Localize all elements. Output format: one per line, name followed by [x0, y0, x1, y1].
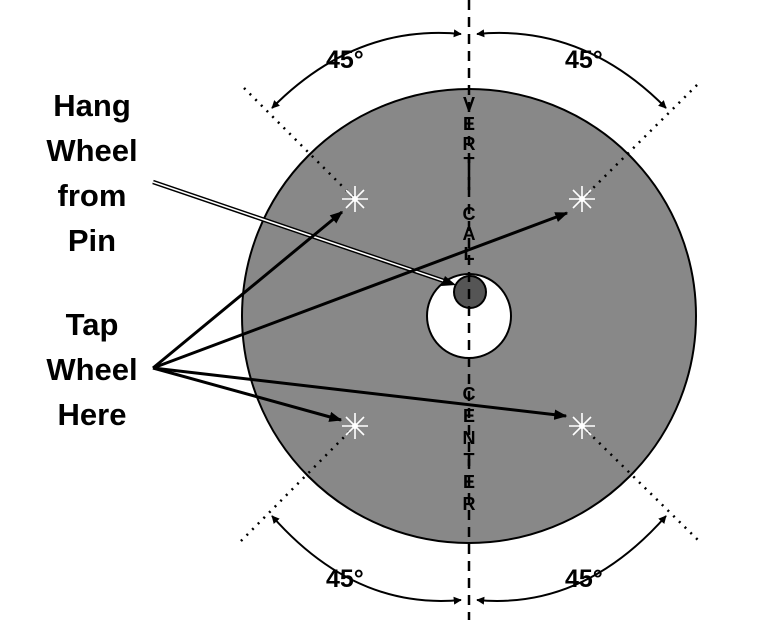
- vertical-letter: C: [463, 204, 476, 224]
- vertical-label: V E R T I C A L: [463, 94, 476, 264]
- tap-point-lower-left: [342, 413, 368, 439]
- vertical-letter: I: [466, 174, 471, 194]
- vertical-letter: A: [463, 224, 476, 244]
- hang-label-line: Hang: [53, 88, 131, 123]
- vertical-letter: T: [464, 154, 475, 174]
- tap-points: [342, 186, 595, 439]
- angle-label-top-right: 45°: [565, 46, 603, 74]
- tap-point-lower-right: [569, 413, 595, 439]
- center-letter: C: [463, 384, 476, 404]
- arc-bottom-right: [476, 515, 667, 605]
- center-letter: E: [463, 406, 475, 426]
- hang-label-line: Wheel: [46, 133, 137, 168]
- diagonal-guides: [239, 81, 701, 543]
- tap-label-line: Tap: [66, 307, 119, 342]
- arc-bottom-left: [271, 515, 462, 605]
- diagonal-guide-lower-left: [239, 425, 356, 543]
- center-letter: E: [463, 472, 475, 492]
- diagonal-guide-lower-right: [581, 425, 701, 543]
- tap-arrow-lower-right: [152, 366, 568, 420]
- hang-label-line: from: [58, 178, 127, 213]
- angle-label-top-left: 45°: [326, 46, 364, 74]
- vertical-letter: V: [463, 94, 475, 114]
- tap-arrows: [152, 210, 569, 422]
- hang-label-line: Pin: [68, 223, 116, 258]
- center-letter: R: [463, 494, 476, 514]
- angle-arcs: [271, 29, 667, 605]
- arc-top-right: [476, 29, 667, 109]
- tap-arrow-lower-left: [152, 366, 343, 422]
- angle-label-bottom-right: 45°: [565, 565, 603, 593]
- arc-top-left: [271, 29, 462, 109]
- angle-label-bottom-left: 45°: [326, 565, 364, 593]
- hang-pointer-arrow: [152, 179, 456, 286]
- vertical-letter: L: [464, 244, 475, 264]
- tap-label-line: Wheel: [46, 352, 137, 387]
- hang-wheel-label: Hang Wheel from Pin: [46, 88, 137, 258]
- tap-point-upper-left: [342, 186, 368, 212]
- vertical-letter: R: [463, 134, 476, 154]
- tap-wheel-label: Tap Wheel Here: [46, 307, 137, 432]
- tap-arrow-upper-left: [152, 210, 344, 370]
- center-label: C E N T E R: [463, 384, 476, 514]
- tap-point-upper-right: [569, 186, 595, 212]
- center-letter: T: [464, 450, 475, 470]
- tap-arrow-upper-right: [152, 211, 569, 370]
- center-letter: N: [463, 428, 476, 448]
- tap-label-line: Here: [58, 397, 127, 432]
- vertical-letter: E: [463, 114, 475, 134]
